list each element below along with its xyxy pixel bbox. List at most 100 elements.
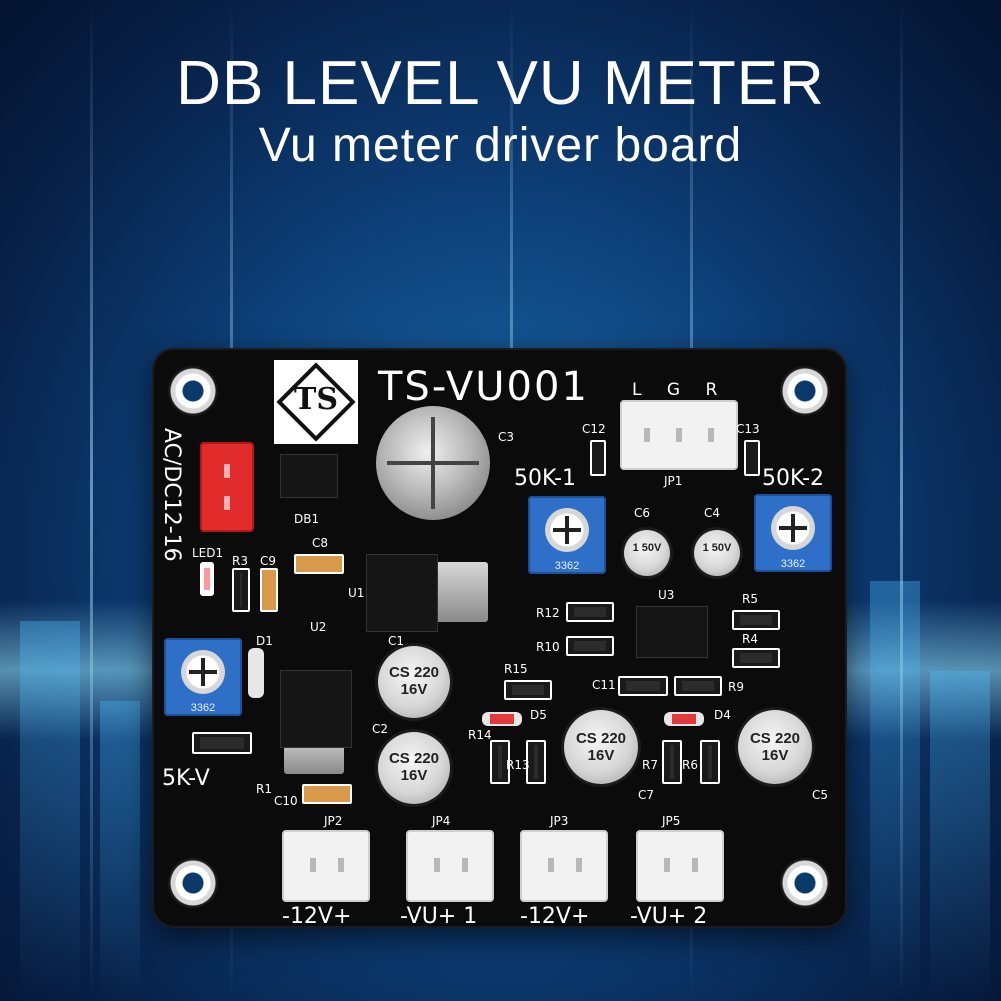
- component-label: DB1: [294, 512, 320, 526]
- pot-knob-icon: [545, 508, 589, 552]
- component-label: R15: [504, 662, 528, 676]
- component-label: R13: [506, 758, 530, 772]
- connector-jp5: [636, 830, 724, 902]
- regulator-u2: [280, 670, 352, 748]
- capacitor-c5: CS 220 16V: [738, 710, 812, 784]
- component-label: U2: [310, 620, 327, 634]
- mounting-hole-icon: [168, 366, 218, 416]
- regulator-u1: [366, 554, 438, 632]
- component-label: R12: [536, 606, 560, 620]
- resistor-r15: [504, 680, 552, 700]
- capacitor-c8: [294, 554, 344, 574]
- component-label: C3: [498, 430, 515, 444]
- component-label: C10: [274, 794, 298, 808]
- connector-label: -12V+: [282, 904, 352, 929]
- led-icon: [200, 562, 214, 596]
- connector-jp4: [406, 830, 494, 902]
- component-label: C1: [388, 634, 405, 648]
- resistor-r1: [192, 732, 252, 754]
- capacitor-c11: [618, 676, 668, 696]
- bg-bar: [870, 581, 920, 1001]
- component-label: R10: [536, 640, 560, 654]
- ic-u3: [636, 606, 708, 658]
- bg-bar: [100, 701, 140, 1001]
- bridge-rectifier: [280, 454, 338, 498]
- component-label: C11: [592, 678, 616, 692]
- power-label: AC/DC12-16: [159, 428, 184, 562]
- pot-5k-v[interactable]: 3362: [164, 638, 242, 716]
- component-label: U1: [348, 586, 365, 600]
- jp1-label: JP1: [664, 474, 683, 488]
- component-label: R1: [256, 782, 272, 796]
- resistor-r6: [700, 740, 720, 784]
- component-label: R14: [468, 728, 492, 742]
- mounting-hole-icon: [168, 858, 218, 908]
- pot-left-label: 50K-1: [514, 466, 577, 491]
- component-label: U3: [658, 588, 675, 602]
- component-label: R7: [642, 758, 658, 772]
- pot-knob-icon: [771, 506, 815, 550]
- connector-label: -12V+: [520, 904, 590, 929]
- pot-50k-1[interactable]: 3362: [528, 496, 606, 574]
- connector-id: JP5: [662, 814, 681, 828]
- resistor-r9: [674, 676, 722, 696]
- component-label: R4: [742, 632, 758, 646]
- resistor-r10: [566, 636, 614, 656]
- resistor-r13: [526, 740, 546, 784]
- component-label: D4: [714, 708, 731, 722]
- mounting-hole-icon: [780, 366, 830, 416]
- capacitor-c4: 1 50V: [694, 530, 740, 576]
- resistor-r12: [566, 602, 614, 622]
- ts-logo-icon: TS: [274, 360, 358, 444]
- connector-id: JP2: [324, 814, 343, 828]
- pcb-board: TS TS-VU001 AC/DC12-16 DB1 C3 L G R JP1 …: [152, 348, 847, 929]
- diode-d1: [248, 648, 264, 698]
- connector-label: -VU+ 2: [630, 904, 708, 929]
- connector-id: JP4: [432, 814, 451, 828]
- regulator-u1-tab: [428, 562, 488, 622]
- smd-c13: [744, 440, 760, 476]
- component-label: C9: [260, 554, 277, 568]
- resistor-r3: [232, 568, 250, 612]
- page-title: DB LEVEL VU METER: [176, 49, 825, 118]
- capacitor-c10: [302, 784, 352, 804]
- bg-bar: [930, 671, 990, 1001]
- component-label: R3: [232, 554, 248, 568]
- component-label: R9: [728, 680, 744, 694]
- component-label: C8: [312, 536, 329, 550]
- mounting-hole-icon: [780, 858, 830, 908]
- capacitor-c7: CS 220 16V: [564, 710, 638, 784]
- resistor-r14: [490, 740, 510, 784]
- component-label: R6: [682, 758, 698, 772]
- power-connector: [200, 442, 254, 532]
- page-subtitle: Vu meter driver board: [258, 119, 743, 172]
- diode-d4: [664, 712, 704, 726]
- board-name: TS-VU001: [378, 364, 589, 410]
- component-label: C2: [372, 722, 389, 736]
- component-label: C4: [704, 506, 721, 520]
- bg-bar: [20, 621, 80, 1001]
- pot-knob-icon: [181, 650, 225, 694]
- jp1-connector: [620, 400, 738, 470]
- component-label: D5: [530, 708, 547, 722]
- capacitor-c6: 1 50V: [624, 530, 670, 576]
- capacitor-c1: CS 220 16V: [378, 646, 450, 718]
- component-label: C5: [812, 788, 829, 802]
- smd-c12: [590, 440, 606, 476]
- pot-main-label: 5K-V: [162, 766, 210, 791]
- capacitor-c2: CS 220 16V: [378, 732, 450, 804]
- connector-label: -VU+ 1: [400, 904, 478, 929]
- component-label: C12: [582, 422, 606, 436]
- capacitor-c3: [376, 406, 490, 520]
- pot-50k-2[interactable]: 3362: [754, 494, 832, 572]
- pot-right-label: 50K-2: [762, 466, 825, 491]
- component-label: R5: [742, 592, 758, 606]
- logo-text: TS: [294, 382, 338, 417]
- resistor-r5: [732, 610, 780, 630]
- resistor-r7: [662, 740, 682, 784]
- component-label: C6: [634, 506, 651, 520]
- bg-streak: [900, 0, 903, 1001]
- component-label: LED1: [192, 546, 224, 560]
- connector-jp3: [520, 830, 608, 902]
- connector-jp2: [282, 830, 370, 902]
